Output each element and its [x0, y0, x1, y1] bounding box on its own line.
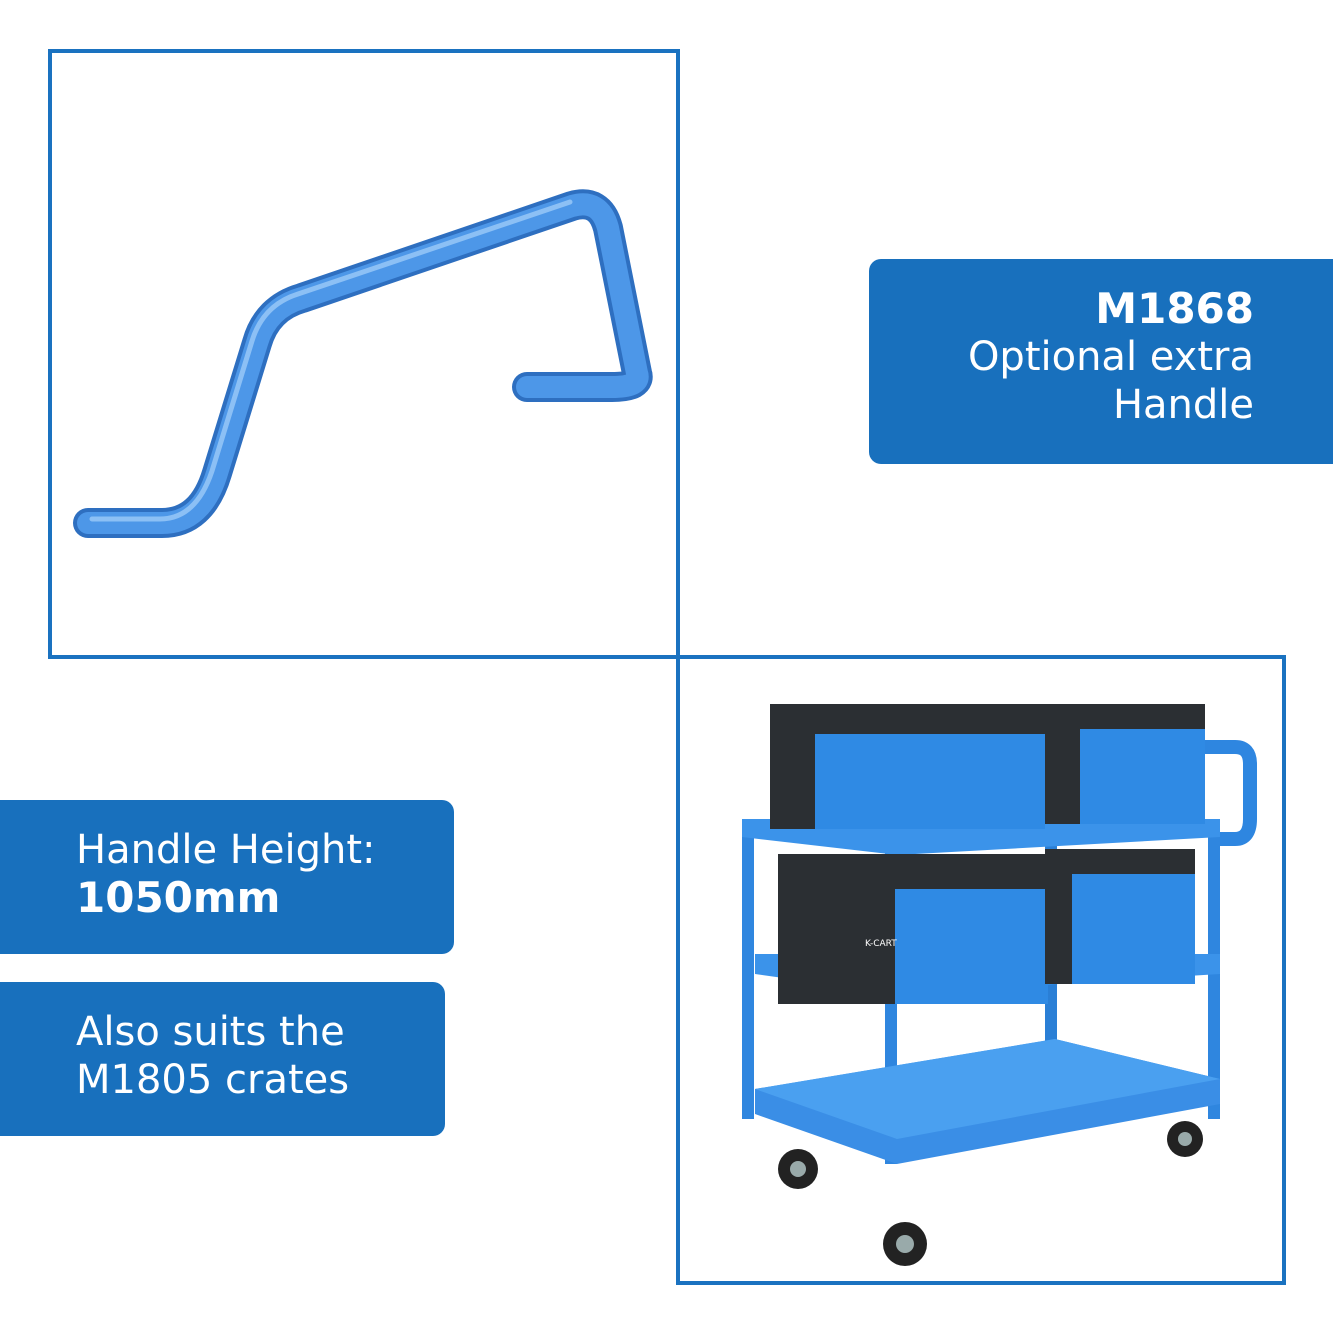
- handle-illustration: [73, 189, 653, 538]
- product-desc-line1: Optional extra: [967, 334, 1254, 380]
- compatibility-panel: Also suits the M1805 crates: [0, 982, 445, 1136]
- handle-height-panel: Handle Height: 1050mm: [0, 800, 454, 954]
- compatibility-line1: Also suits the: [76, 1009, 345, 1055]
- product-code: M1868: [1095, 284, 1254, 333]
- product-info-panel: M1868 Optional extra Handle: [869, 259, 1333, 464]
- handle-height-label: Handle Height:: [76, 827, 376, 873]
- crate-brand-label: K-CART: [865, 939, 897, 949]
- handle-image-frame: [48, 49, 680, 659]
- compatibility-line2: M1805 crates: [76, 1057, 350, 1103]
- product-desc-line2: Handle: [1112, 382, 1254, 428]
- handle-height-value: 1050mm: [76, 873, 281, 922]
- trolley-illustration: K-CART: [742, 704, 1257, 1266]
- trolley-image-frame: K-CART: [676, 655, 1286, 1285]
